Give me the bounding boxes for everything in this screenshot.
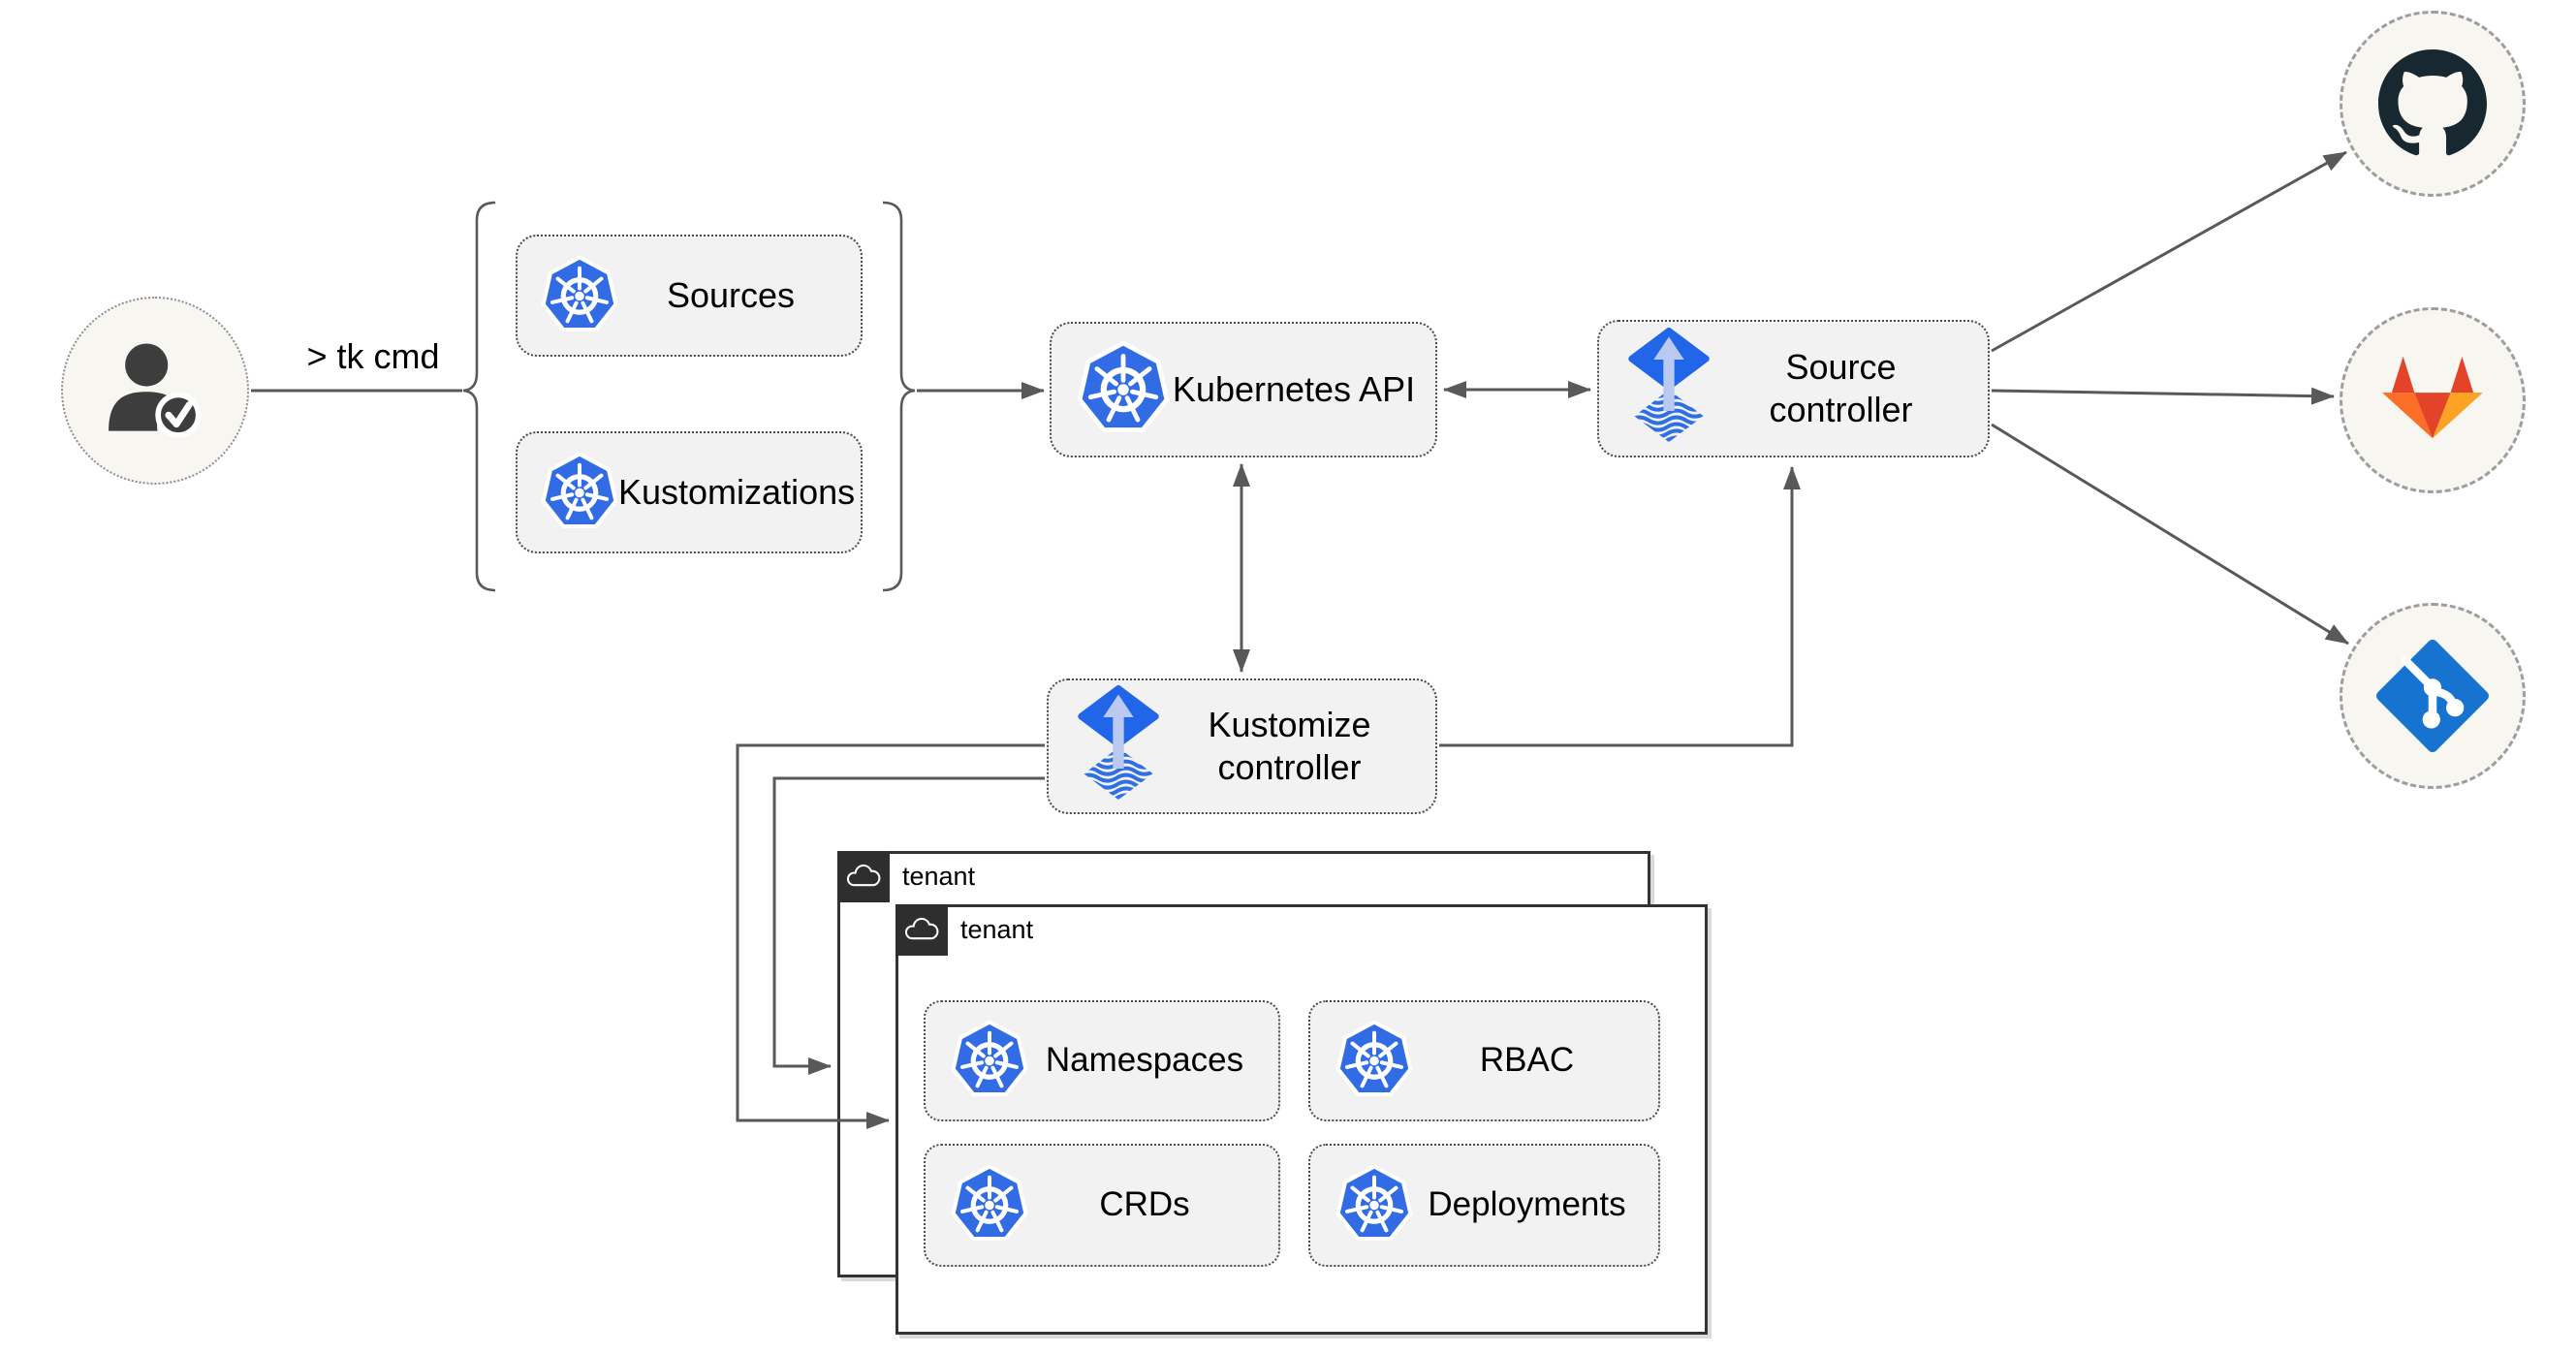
right-brace <box>882 201 916 592</box>
tk-command-label: > tk cmd <box>306 336 440 376</box>
gitlab-repository <box>2340 307 2526 493</box>
kubernetes-icon <box>541 453 618 533</box>
node-kubernetes-api: Kubernetes API <box>1050 322 1437 457</box>
node-label: Kustomizations <box>618 472 856 513</box>
resource-label: RBAC <box>1479 1041 1575 1080</box>
node-kustomizations: Kustomizations <box>516 431 863 553</box>
kubernetes-icon <box>541 256 618 336</box>
node-label: Source controller <box>1769 347 1913 429</box>
left-brace <box>462 201 496 592</box>
resource-namespaces: Namespaces <box>924 1000 1280 1121</box>
git-icon <box>2373 637 2492 755</box>
tenant-back-label: tenant <box>902 862 976 891</box>
node-label: Kubernetes API <box>1172 369 1416 410</box>
github-icon <box>2378 49 2487 158</box>
kubernetes-icon <box>951 1021 1028 1101</box>
node-label: Kustomize controller <box>1208 705 1371 787</box>
node-source-controller: Source controller <box>1597 320 1990 457</box>
node-kustomize-controller: Kustomize controller <box>1047 678 1437 814</box>
cloud-icon <box>903 917 940 943</box>
kubernetes-icon <box>1335 1021 1413 1101</box>
tenant-front-label: tenant <box>960 915 1034 944</box>
flux-icon <box>1626 328 1712 450</box>
gitlab-icon <box>2380 353 2485 448</box>
kubernetes-icon <box>1077 341 1170 438</box>
tenant-front-tab <box>895 904 948 956</box>
resource-label: CRDs <box>1099 1185 1190 1224</box>
kubernetes-icon <box>1335 1165 1413 1245</box>
git-repository <box>2340 603 2526 789</box>
resource-crds: CRDs <box>924 1144 1280 1267</box>
node-sources: Sources <box>516 235 863 357</box>
edge-source-to-github <box>1991 150 2347 353</box>
node-label: Sources <box>666 275 796 316</box>
user-avatar <box>61 297 249 485</box>
resource-deployments: Deployments <box>1308 1144 1660 1267</box>
kubernetes-icon <box>951 1165 1028 1245</box>
user-check-icon <box>94 330 216 452</box>
resource-label: Namespaces <box>1045 1041 1244 1080</box>
github-repository <box>2340 11 2526 197</box>
edge-source-to-gitlab <box>1991 387 2335 405</box>
cloud-icon <box>845 864 882 890</box>
resource-rbac: RBAC <box>1308 1000 1660 1121</box>
edge-source-to-git <box>1991 423 2349 646</box>
edge-kustomize-to-source-controller <box>1439 466 1801 747</box>
tenant-back-tab <box>837 851 890 902</box>
flux-icon <box>1076 685 1161 807</box>
resource-label: Deployments <box>1428 1185 1626 1224</box>
